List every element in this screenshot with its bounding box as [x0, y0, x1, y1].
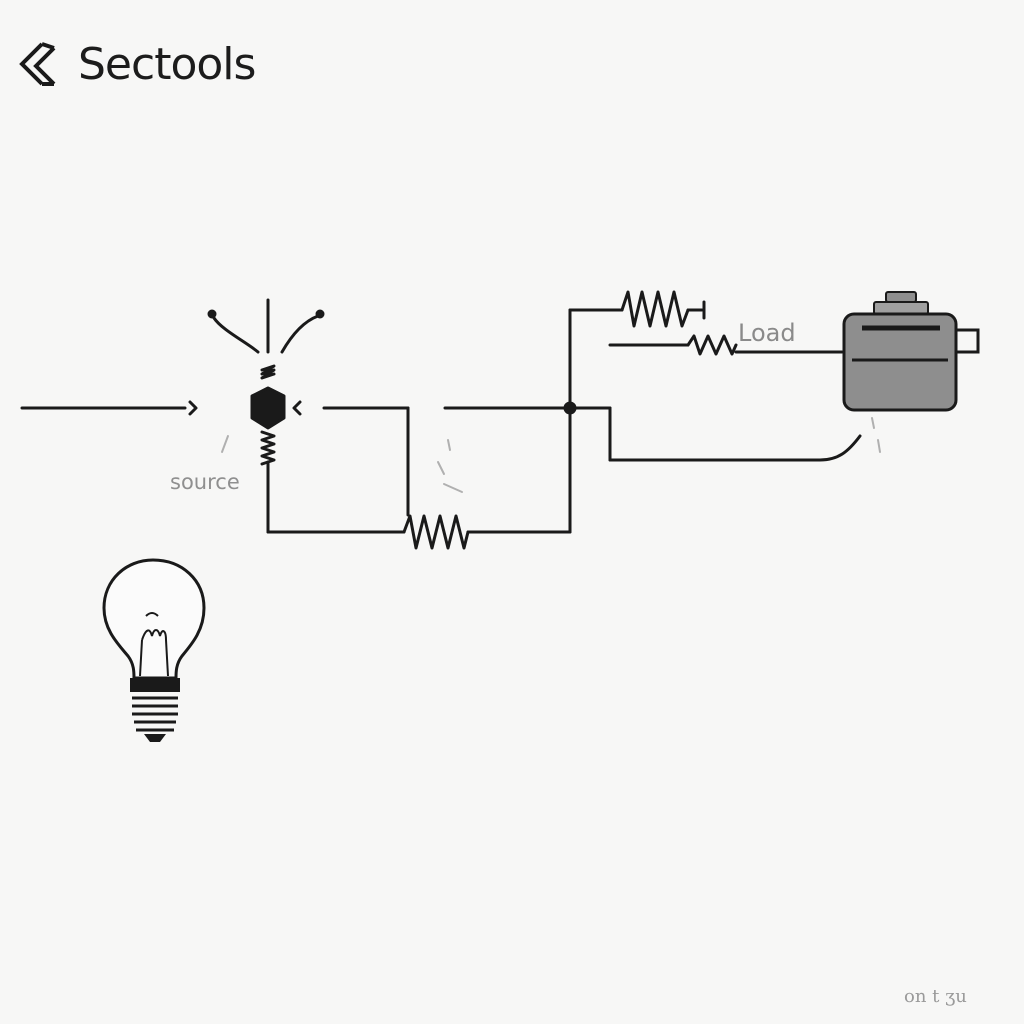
node-top-coil — [260, 364, 276, 380]
node-bottom-coil — [260, 430, 276, 466]
source-node — [250, 386, 286, 430]
bottom-resistor — [402, 514, 470, 550]
junction-dot — [563, 401, 577, 415]
corner-note: on t ʒu — [904, 986, 967, 1007]
return-wire — [608, 434, 862, 462]
load-label: Load — [738, 319, 796, 347]
top-resistor — [620, 290, 690, 328]
node-antenna-right — [280, 314, 320, 354]
load-device-icon — [842, 291, 980, 412]
lightbulb-icon — [102, 558, 206, 742]
logo-chevrons-icon — [19, 42, 56, 86]
node-antenna-left — [212, 316, 260, 354]
brand-name: Sectools — [78, 39, 256, 90]
brand-logo: Sectools — [18, 38, 256, 92]
input-arrow-ticks — [188, 400, 198, 416]
source-label: source — [170, 470, 240, 494]
load-resistor — [686, 334, 738, 356]
node-right-ticks — [292, 400, 302, 416]
